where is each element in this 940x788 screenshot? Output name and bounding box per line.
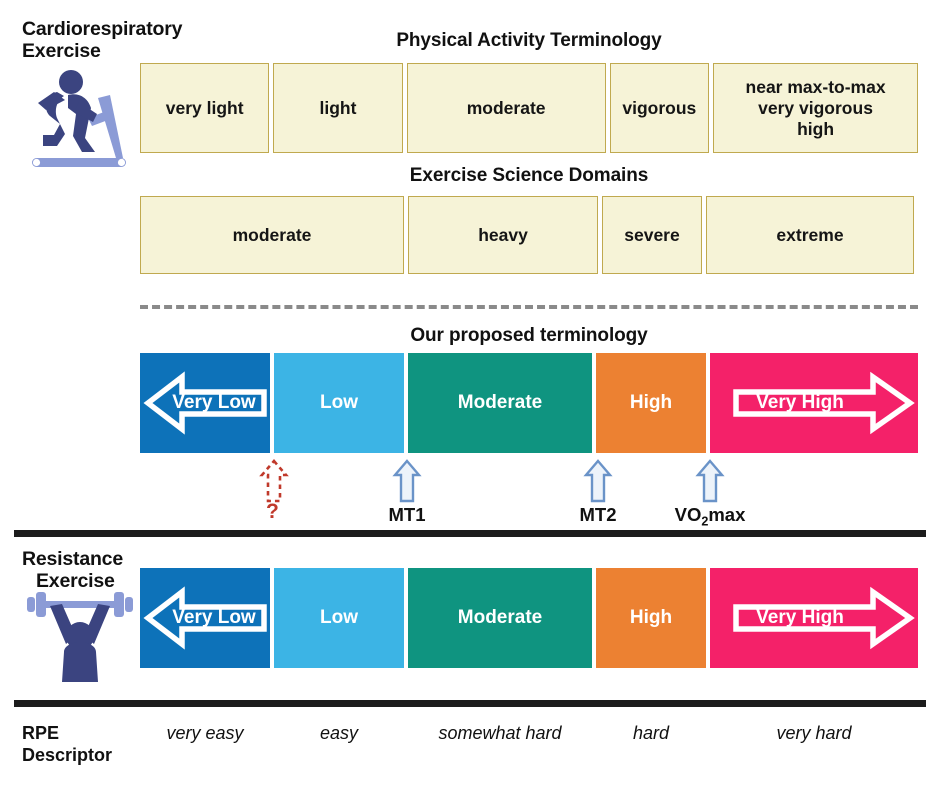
band-high: High [596,353,706,453]
treadmill-runner-icon [24,62,136,172]
rpe-item-easy: easy [319,723,359,743]
marker-vo2max [694,458,726,504]
band-very-high: Very High [710,353,918,453]
proposed-terminology-heading: Our proposed terminology [410,325,648,346]
band-moderate: Moderate [408,353,592,453]
pa-box-moderate: moderate [406,63,606,153]
res-band-very-low: Very Low [140,568,270,668]
esd-box-severe: severe [602,196,702,274]
esd-box-moderate: moderate [140,196,404,274]
up-arrow-icon [392,459,422,503]
band-very-low: Very Low [140,353,270,453]
cardiorespiratory-exercise-label: Cardiorespiratory Exercise [22,18,222,62]
esd-box-extreme: extreme [706,196,914,274]
physical-activity-heading: Physical Activity Terminology [396,30,662,51]
left-arrow-icon [143,586,267,650]
band-low: Low [274,353,404,453]
resistance-label-line2: Exercise [36,570,115,592]
res-band-high: High [596,568,706,668]
up-arrow-icon [695,459,725,503]
res-band-low: Low [274,568,404,668]
cardio-label-line1: Cardiorespiratory [22,18,183,40]
mt2-label: MT2 [579,504,617,525]
band-very-low-label: Very Low [172,392,256,413]
weightlifter-barbell-icon [22,586,138,682]
rpe-item-hard: hard [632,723,670,743]
res-band-moderate-label: Moderate [457,607,543,628]
up-arrow-icon [583,459,613,503]
resistance-intensity-bands: Very Low Low Moderate High Very High [140,568,918,668]
pa-box-vigorous: vigorous [609,63,710,153]
pa-box-light: light [273,63,403,153]
left-arrow-icon [143,371,267,435]
band-low-label: Low [320,392,358,413]
marker-mt1 [391,458,423,504]
rpe-item-very-easy: very easy [166,723,244,743]
vo2max-label: VO2max [655,504,765,529]
section-divider-top [14,530,926,537]
res-band-very-low-label: Very Low [172,607,256,628]
rpe-item-somewhat-hard: somewhat hard [438,723,562,743]
rpe-label-line2: Descriptor [22,745,113,765]
unknown-threshold-label: ? [266,500,279,523]
vo2max-label-sub: 2 [701,514,709,529]
band-moderate-label: Moderate [457,392,543,413]
res-band-very-high-label: Very High [756,607,844,628]
right-arrow-icon [733,371,915,435]
right-arrow-icon [733,586,915,650]
exercise-science-boxes: moderate heavy severe extreme [140,196,918,274]
res-band-moderate: Moderate [408,568,592,668]
vo2max-label-pre: VO [674,504,702,525]
res-band-high-label: High [629,607,673,628]
dashed-separator [140,305,918,309]
pa-box-very-light: very light [140,63,270,153]
pa-box-near-max: near max-to-max very vigorous high [713,63,919,153]
res-band-low-label: Low [320,607,358,628]
res-band-very-high: Very High [710,568,918,668]
rpe-label-line1: RPE [22,723,60,743]
band-very-high-label: Very High [756,392,844,413]
resistance-exercise-label: Resistance Exercise [22,548,202,592]
rpe-descriptor-label: RPE Descriptor [22,722,152,766]
proposed-intensity-bands: Very Low Low Moderate High Very High [140,353,918,453]
marker-mt2 [582,458,614,504]
dashed-up-arrow-icon [259,459,289,503]
esd-box-heavy: heavy [408,196,598,274]
resistance-label-line1: Resistance [22,548,123,570]
band-high-label: High [629,392,673,413]
mt1-label: MT1 [388,504,426,525]
section-divider-bottom [14,700,926,707]
marker-unknown-threshold [258,458,290,504]
cardio-label-line2: Exercise [22,40,101,62]
physical-activity-boxes: very light light moderate vigorous near … [140,63,919,153]
vo2max-label-post: max [708,504,746,525]
exercise-science-heading: Exercise Science Domains [409,165,649,186]
rpe-item-very-hard: very hard [776,723,852,743]
